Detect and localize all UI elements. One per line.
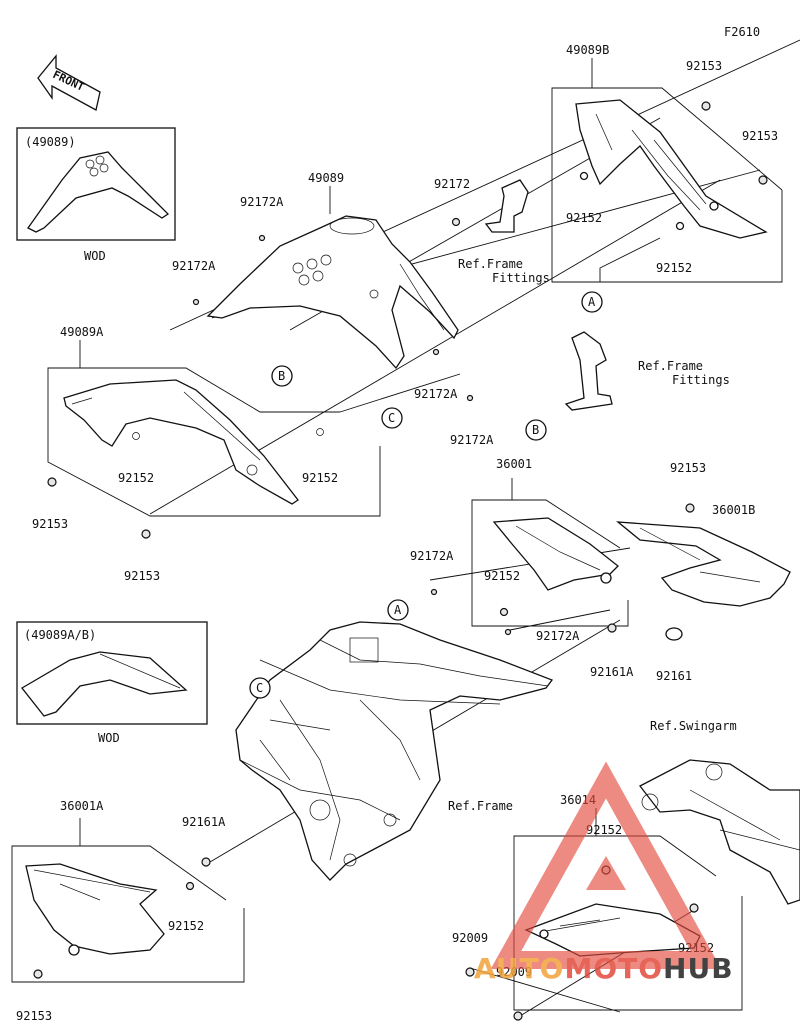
callouts (249, 291, 603, 699)
watermark-hub: HUB (663, 952, 734, 985)
label-92152-c: 92152 (118, 471, 154, 485)
swingarm (639, 759, 800, 905)
callout-B1: B (278, 369, 285, 383)
label-92009-a: 92009 (452, 931, 488, 945)
label-92172A-a: 92172A (240, 195, 284, 209)
label-92172A-c: 92172A (414, 387, 458, 401)
label-92161A-b: 92161A (182, 815, 226, 829)
fitting-upper (484, 179, 529, 233)
label-92153-d: 92153 (124, 569, 160, 583)
label-92161: 92161 (656, 669, 692, 683)
part-36001B (615, 521, 791, 641)
ref-frame-fittings-2a: Ref.Frame (638, 359, 703, 373)
ref-frame-fittings-2b: Fittings (672, 373, 730, 387)
main-frame (235, 621, 554, 881)
watermark-moto: MOTO (564, 952, 663, 985)
label-49089B: 49089B (566, 43, 609, 57)
bolts-36001A (33, 857, 211, 979)
label-92153-a: 92153 (686, 59, 722, 73)
inset-top-title: (49089) (25, 135, 76, 149)
part-49089B (575, 99, 768, 239)
ref-swingarm: Ref.Swingarm (650, 719, 737, 733)
label-49089A: 49089A (60, 325, 104, 339)
label-92152-b: 92152 (656, 261, 692, 275)
label-36001A: 36001A (60, 799, 104, 813)
label-92152-a: 92152 (566, 211, 602, 225)
callout-C1: C (388, 411, 395, 425)
part-36001A (25, 863, 165, 956)
callout-C2: C (256, 681, 263, 695)
label-92152-f: 92152 (586, 823, 622, 837)
inset-top-note: WOD (84, 249, 106, 263)
label-49089: 49089 (308, 171, 344, 185)
inset-49089AB: (49089A/B) WOD (16, 621, 208, 745)
bolts-36001 (430, 503, 695, 636)
inset-mid-note: WOD (98, 731, 120, 745)
watermark-auto: AUTO (474, 952, 564, 985)
inset-mid-title: (49089A/B) (24, 628, 96, 642)
callout-A2: A (394, 603, 402, 617)
inset-49089: (49089) WOD (16, 127, 176, 263)
label-92172A-b: 92172A (172, 259, 216, 273)
label-92172A-f: 92172A (536, 629, 580, 643)
callout-A1: A (588, 295, 596, 309)
svg-text:AUTOMOTOHUB: AUTOMOTOHUB (474, 952, 734, 985)
label-92161A-a: 92161A (590, 665, 634, 679)
label-92153-e: 92153 (670, 461, 706, 475)
ref-frame-fittings-1a: Ref.Frame (458, 257, 523, 271)
part-49089A (63, 379, 324, 505)
callout-B2: B (532, 423, 539, 437)
screws-center (192, 234, 474, 402)
front-arrow-icon: FRONT (37, 54, 101, 111)
figure-code: F2610 (724, 25, 760, 39)
label-92152-g: 92152 (168, 919, 204, 933)
label-92153-b: 92153 (742, 129, 778, 143)
watermark-logo: AUTOMOTOHUB (474, 761, 734, 985)
label-92172A-d: 92172A (450, 433, 494, 447)
label-92152-d: 92152 (302, 471, 338, 485)
label-92172A-e: 92172A (410, 549, 454, 563)
ref-frame-fittings-1b: Fittings (492, 271, 550, 285)
fitting-right (564, 331, 613, 411)
bolts-left (47, 477, 151, 539)
ref-frame: Ref.Frame (448, 799, 513, 813)
label-92153-f: 92153 (16, 1009, 52, 1023)
part-49089 (206, 215, 459, 370)
part-36001 (492, 517, 619, 591)
label-36001B: 36001B (712, 503, 755, 517)
label-92153-c: 92153 (32, 517, 68, 531)
label-92152-e: 92152 (484, 569, 520, 583)
label-36001: 36001 (496, 457, 532, 471)
bolts-upper (451, 101, 768, 231)
label-92172: 92172 (434, 177, 470, 191)
